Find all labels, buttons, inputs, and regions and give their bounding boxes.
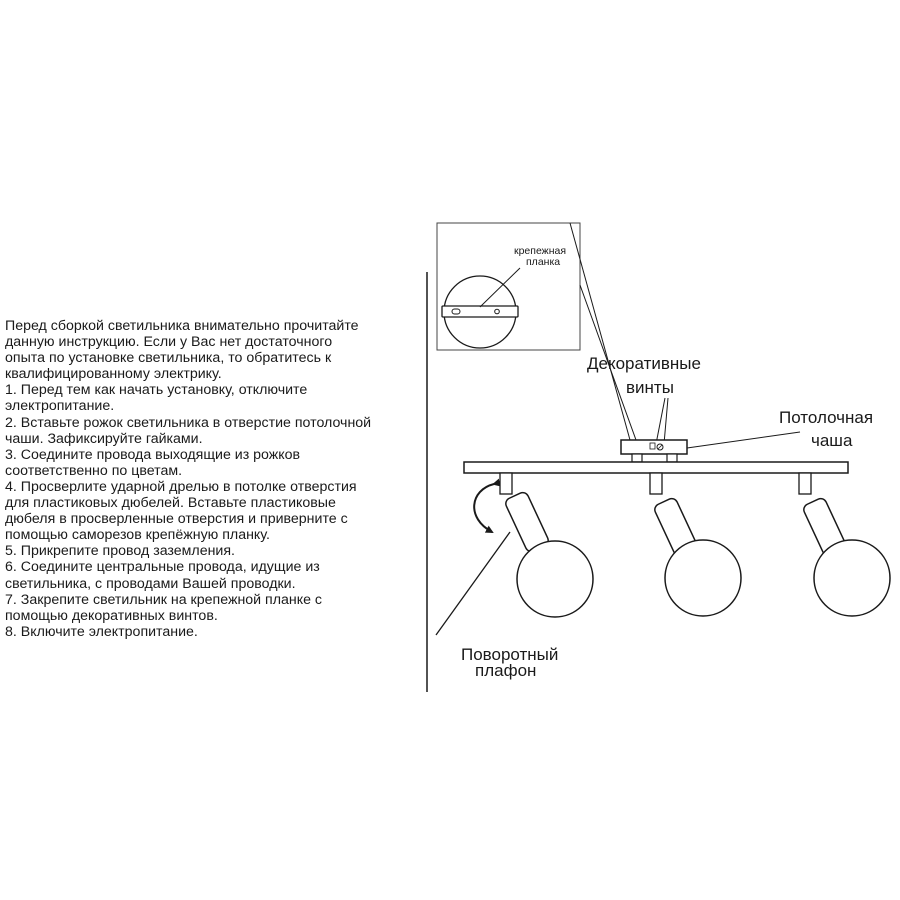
mounting-plate-label-1: крепежная bbox=[514, 245, 566, 257]
decorative-screws-label-2: винты bbox=[626, 378, 674, 397]
decorative-screws-leader bbox=[655, 397, 666, 445]
instructions-text: Перед сборкой светильника внимательно пр… bbox=[5, 318, 420, 640]
rotating-shade-label-1: Поворотный bbox=[461, 645, 558, 664]
ceiling-canopy-label-1: Потолочная bbox=[779, 408, 873, 427]
instruction-line: соответственно по цветам. bbox=[5, 462, 183, 479]
decorative-screws-leader bbox=[663, 397, 669, 445]
spotlight-1 bbox=[499, 472, 594, 618]
instruction-line: 2. Вставьте рожок светильника в отверсти… bbox=[5, 414, 372, 431]
instruction-line: Перед сборкой светильника внимательно пр… bbox=[5, 318, 359, 334]
inset-connector bbox=[569, 222, 631, 441]
mounting-plate-detail bbox=[441, 275, 519, 349]
instruction-line: помощью саморезов крепёжную планку. bbox=[5, 527, 270, 544]
ceiling-canopy-leader bbox=[686, 431, 801, 449]
decorative-screws-label-1: Декоративные bbox=[587, 354, 701, 373]
instruction-line: квалифицированному электрику. bbox=[5, 366, 222, 383]
ceiling-canopy-label-2: чаша bbox=[811, 431, 853, 450]
inset-connector bbox=[579, 284, 637, 441]
instruction-line: 7. Закрепите светильник на крепежной пла… bbox=[5, 591, 323, 608]
rotating-shade-label-2: плафон bbox=[475, 661, 536, 680]
instruction-line: 8. Включите электропитание. bbox=[5, 623, 198, 640]
spotlight-3 bbox=[798, 472, 891, 617]
instruction-line: 5. Прикрепите провод заземления. bbox=[5, 543, 235, 560]
instruction-line: 1. Перед тем как начать установку, отклю… bbox=[5, 382, 308, 399]
instruction-line: опыта по установке светильника, то обрат… bbox=[5, 350, 332, 367]
mounting-plate-label-2: планка bbox=[526, 256, 560, 268]
fixture-bar bbox=[463, 461, 849, 474]
instruction-line: данную инструкцию. Если у Вас нет достат… bbox=[5, 334, 333, 351]
instruction-line: электропитание. bbox=[5, 398, 115, 415]
spotlight-2 bbox=[649, 472, 742, 617]
instruction-line: 3. Соедините провода выходящие из рожков bbox=[5, 446, 301, 463]
ceiling-canopy bbox=[620, 439, 688, 463]
rotation-arrow bbox=[473, 478, 501, 533]
inset-box bbox=[436, 222, 581, 351]
instruction-line: 6. Соедините центральные провода, идущие… bbox=[5, 559, 320, 576]
instruction-line: дюбеля в просверленные отверстия и приве… bbox=[5, 511, 348, 528]
rotating-shade-leader bbox=[435, 531, 511, 636]
instruction-line: 4. Просверлите ударной дрелью в потолке … bbox=[5, 478, 357, 495]
instruction-line: светильника, с проводами Вашей проводки. bbox=[5, 575, 296, 592]
mounting-plate-leader bbox=[479, 267, 521, 308]
instruction-line: помощью декоративных винтов. bbox=[5, 607, 218, 624]
instruction-line: для пластиковых дюбелей. Вставьте пласти… bbox=[5, 495, 336, 512]
instruction-line: чаши. Зафиксируйте гайками. bbox=[5, 430, 203, 447]
